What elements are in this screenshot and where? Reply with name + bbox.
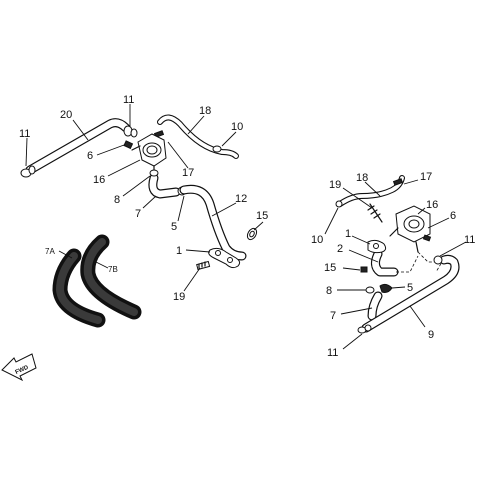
part-10-right (335, 200, 343, 208)
label-7-b: 7 (330, 310, 336, 322)
clip-8-left (149, 169, 159, 177)
joint-1-right (367, 239, 387, 254)
label-16-b: 16 (426, 199, 438, 211)
label-6-a: 6 (87, 150, 93, 162)
hose-2 (370, 249, 399, 277)
label-17-b: 17 (420, 171, 432, 183)
label-11-b: 11 (123, 94, 134, 106)
label-11-a: 11 (19, 128, 30, 140)
label-7-a: 7 (135, 208, 141, 220)
label-12: 12 (235, 193, 247, 205)
fwd-arrow-icon: FWD (1, 353, 37, 382)
label-8-b: 8 (326, 285, 332, 297)
hose-20 (25, 118, 131, 175)
label-19-a: 19 (173, 291, 185, 303)
label-7B: 7B (108, 265, 118, 274)
hose-7-left (148, 173, 181, 199)
clip-8-right (365, 286, 375, 294)
label-7A: 7A (45, 247, 55, 256)
label-6-b: 6 (450, 210, 456, 222)
label-9: 9 (428, 329, 434, 341)
part-6-right (422, 234, 432, 242)
hose-7B (80, 234, 142, 320)
clip-5-right (379, 283, 393, 293)
hose-18-right (337, 175, 405, 207)
leaders-right (324, 179, 467, 350)
label-8-a: 8 (114, 194, 120, 206)
clip-17-right (392, 178, 404, 186)
label-10-a: 10 (231, 121, 243, 133)
fuel-pump-left (123, 133, 167, 177)
hose-7-right (367, 291, 383, 321)
label-19-b: 19 (329, 179, 341, 191)
joint-1-left (208, 247, 241, 269)
fuel-pump-right (389, 205, 431, 253)
hose-18 (157, 114, 239, 159)
label-11-d: 11 (327, 347, 338, 359)
label-2: 2 (337, 243, 343, 255)
part-19-left (196, 260, 211, 271)
label-5-a: 5 (171, 221, 177, 233)
part-19-right (367, 203, 383, 223)
label-15-b: 15 (324, 262, 336, 274)
clip-11-upper (123, 125, 138, 138)
part-10-left (212, 145, 222, 153)
label-18-a: 18 (199, 105, 211, 117)
label-1-a: 1 (176, 245, 182, 257)
label-11-c: 11 (464, 234, 475, 246)
label-20: 20 (60, 109, 72, 121)
clip-11-upper-right (433, 255, 443, 265)
fitting-15-left (246, 227, 258, 241)
hose-7A (52, 248, 106, 328)
label-5-b: 5 (407, 282, 413, 294)
hose-12 (179, 184, 247, 261)
hose-9 (361, 254, 460, 333)
label-16-a: 16 (93, 174, 105, 186)
clip-11-left (20, 165, 36, 178)
label-1-b: 1 (345, 228, 351, 240)
fwd-label: FWD (15, 364, 31, 375)
label-18-b: 18 (356, 172, 368, 184)
label-17-a: 17 (182, 167, 194, 179)
clip-11-lower-right (357, 324, 372, 334)
leaders-left (25, 104, 264, 292)
label-15-a: 15 (256, 210, 268, 222)
label-10-b: 10 (311, 234, 323, 246)
fitting-15-right (360, 266, 368, 273)
